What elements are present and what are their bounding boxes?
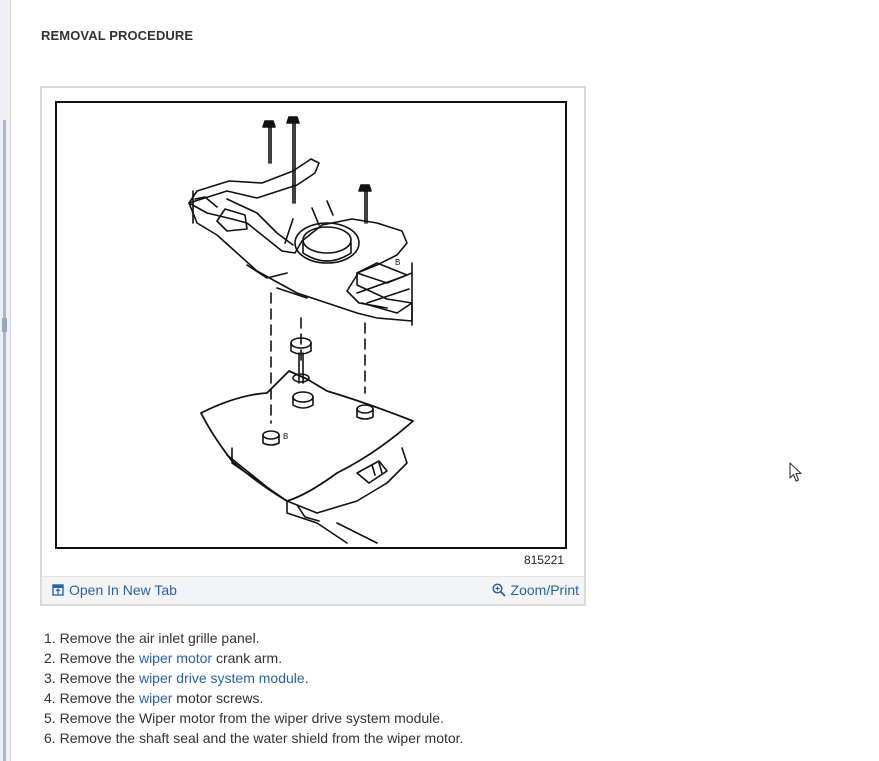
zoom-print-link[interactable]: Zoom/Print	[491, 582, 579, 598]
step-number: 1.	[44, 630, 56, 646]
left-edge-bar	[3, 120, 6, 761]
step-text: Remove the	[59, 650, 139, 666]
zoom-magnifier-icon	[491, 583, 506, 597]
open-in-new-tab-label: Open In New Tab	[69, 582, 177, 598]
wiper-motor-illustration: B B	[55, 101, 567, 549]
left-edge-handle[interactable]	[2, 318, 7, 332]
step-item: 2. Remove the wiper motor crank arm.	[44, 648, 463, 668]
step-item: 5. Remove the Wiper motor from the wiper…	[44, 708, 463, 728]
svg-text:B: B	[283, 432, 288, 441]
step-item: 1. Remove the air inlet grille panel.	[44, 628, 463, 648]
section-heading: REMOVAL PROCEDURE	[41, 28, 194, 43]
left-scroll-edge	[0, 0, 11, 761]
step-text: Remove the Wiper motor from the wiper dr…	[59, 710, 444, 726]
step-item: 4. Remove the wiper motor screws.	[44, 688, 463, 708]
step-text: .	[304, 670, 309, 686]
mouse-cursor-icon	[789, 462, 802, 482]
figure-container: B B 815221 Open In New Tab Zoom/Print	[40, 86, 586, 606]
new-tab-icon	[52, 584, 64, 596]
step-item: 6. Remove the shaft seal and the water s…	[44, 728, 463, 748]
step-number: 5.	[44, 710, 56, 726]
zoom-print-label: Zoom/Print	[510, 582, 579, 598]
wiper-drive-system-module-link[interactable]: wiper drive system module	[138, 670, 305, 686]
wiper-motor-link[interactable]: wiper motor	[138, 650, 213, 666]
step-text: Remove the	[59, 670, 139, 686]
step-text: crank arm.	[212, 650, 283, 666]
step-text: motor screws.	[172, 690, 264, 706]
step-text: Remove the shaft seal and the water shie…	[59, 730, 464, 746]
step-number: 2.	[44, 650, 56, 666]
figure-number: 815221	[523, 553, 564, 567]
svg-text:B: B	[395, 258, 400, 267]
procedure-steps: 1. Remove the air inlet grille panel. 2.…	[44, 628, 463, 748]
step-text: Remove the air inlet grille panel.	[59, 630, 260, 646]
open-in-new-tab-link[interactable]: Open In New Tab	[52, 582, 177, 598]
figure-footer: Open In New Tab Zoom/Print	[42, 576, 584, 604]
step-item: 3. Remove the wiper drive system module.	[44, 668, 463, 688]
step-number: 4.	[44, 690, 56, 706]
step-text: Remove the	[59, 690, 139, 706]
wiper-link[interactable]: wiper	[138, 690, 173, 706]
step-number: 6.	[44, 730, 56, 746]
step-number: 3.	[44, 670, 56, 686]
